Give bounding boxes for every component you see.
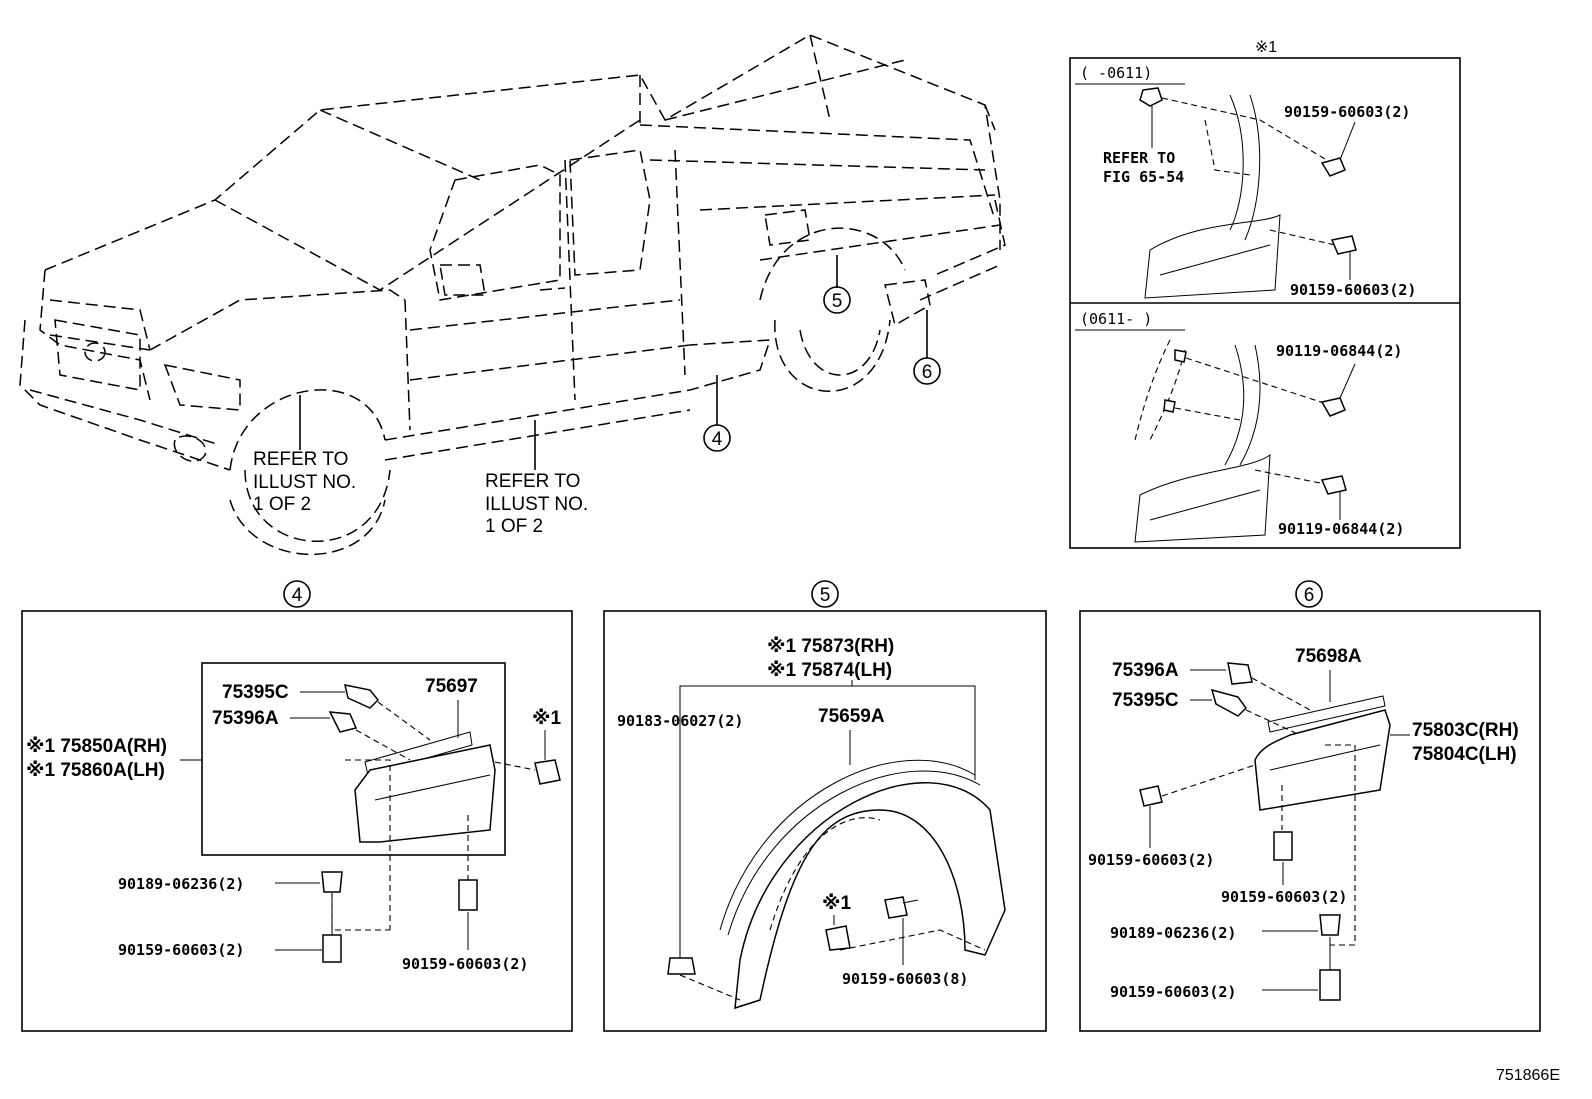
clip-icon (1163, 399, 1176, 413)
bolt-icon (884, 896, 908, 919)
clip-icon (328, 711, 358, 733)
note1-header: ※1 (1255, 39, 1277, 56)
callout-5-circle (823, 286, 851, 314)
clip-icon (1210, 688, 1247, 717)
p5-75873: ※1 75873(RH) (767, 636, 894, 657)
lower-part-top: 90119-06844(2) (1276, 342, 1402, 360)
p4-75697: 75697 (425, 676, 478, 697)
bolt-icon (1319, 969, 1341, 1001)
clip-icon (344, 684, 380, 709)
p6-75698a: 75698A (1295, 646, 1362, 667)
p4-75395c: 75395C (222, 682, 289, 703)
bolt-icon (1320, 157, 1346, 177)
upper-part-bottom: 90159-60603(2) (1290, 281, 1416, 299)
refer-front-line1: REFER TO (253, 449, 348, 470)
p6-75803c: 75803C(RH) (1412, 720, 1519, 741)
p4-90159-left: 90159-60603(2) (118, 941, 244, 959)
p4-75396a: 75396A (212, 708, 279, 729)
bolt-icon (1320, 475, 1347, 495)
panel-6: 6 75396A 75698A 75395C 75803C(RH) 75804C… (1079, 580, 1541, 1032)
upper-refer-line1: REFER TO (1103, 149, 1175, 167)
panel-5-title: 5 (820, 585, 831, 606)
molding-strip (1267, 695, 1386, 733)
bolt-icon (1139, 785, 1163, 807)
refer-front-line2: ILLUST NO. (253, 472, 356, 493)
figure-id: 751866E (1496, 1067, 1560, 1084)
p6-90159-a: 90159-60603(2) (1088, 851, 1214, 869)
callout-4: 4 (712, 429, 723, 450)
truck-drawing: 4 5 6 REFER TO ILLUST NO. 1 OF 2 REFER T… (19, 34, 1006, 556)
clip-icon (1139, 87, 1163, 107)
p5-90183: 90183-06027(2) (617, 712, 743, 730)
p4-90189: 90189-06236(2) (118, 875, 244, 893)
note1-detail: ※1 ( -0611) REFER TO FIG 65-54 90159-606… (1069, 39, 1461, 549)
clip-icon (1319, 914, 1341, 936)
clip-icon (1174, 349, 1187, 363)
panel-5: 5 ※1 75873(RH) ※1 75874(LH) 90183-06027(… (603, 580, 1047, 1032)
panel-4-title: 4 (292, 585, 303, 606)
bolt-icon (1330, 235, 1357, 255)
upper-part-top: 90159-60603(2) (1284, 103, 1410, 121)
lower-range: (0611- ) (1080, 310, 1152, 328)
refer-side-line3: 1 OF 2 (485, 516, 543, 537)
p4-75850a: ※1 75850A(RH) (26, 736, 167, 757)
bolt-icon (825, 925, 851, 951)
panel-6-title: 6 (1304, 585, 1315, 606)
p5-90159: 90159-60603(8) (842, 970, 968, 988)
upper-refer-line2: FIG 65-54 (1103, 168, 1184, 186)
p5-75659a: 75659A (818, 706, 885, 727)
p4-note1: ※1 (532, 708, 561, 729)
p6-75396a: 75396A (1112, 660, 1179, 681)
lower-part-bottom: 90119-06844(2) (1278, 520, 1404, 538)
panel-4: 4 75395C 75396A 75697 ※1 ※1 75850A(RH) ※… (21, 580, 573, 1032)
callout-6-circle (913, 357, 941, 385)
clip-icon (321, 871, 343, 893)
p5-75874: ※1 75874(LH) (767, 660, 892, 681)
p4-75860a: ※1 75860A(LH) (26, 760, 165, 781)
p6-90189: 90189-06236(2) (1110, 924, 1236, 942)
bolt-icon (322, 934, 342, 963)
upper-range: ( -0611) (1080, 64, 1152, 82)
molding-strip (364, 731, 473, 776)
bolt-icon (458, 879, 478, 911)
bolt-icon (534, 759, 561, 785)
refer-side-line1: REFER TO (485, 471, 580, 492)
p6-75804c: 75804C(LH) (1412, 744, 1517, 765)
p6-90159-b: 90159-60603(2) (1221, 888, 1347, 906)
bolt-icon (1320, 397, 1346, 417)
flare-strip (719, 759, 976, 931)
fender-flare (734, 782, 1006, 1010)
callout-4-circle (703, 424, 731, 452)
clip-icon (667, 957, 696, 975)
refer-side-line2: ILLUST NO. (485, 494, 588, 515)
p5-note1: ※1 (822, 893, 851, 914)
bolt-icon (1273, 831, 1293, 861)
refer-front-line3: 1 OF 2 (253, 494, 311, 515)
callout-6: 6 (922, 362, 933, 383)
p6-90159-c: 90159-60603(2) (1110, 983, 1236, 1001)
clip-icon (1227, 662, 1253, 685)
callout-5: 5 (832, 291, 843, 312)
p4-90159-right: 90159-60603(2) (402, 955, 528, 973)
p6-75395c: 75395C (1112, 690, 1179, 711)
quarter-molding (1254, 709, 1391, 811)
